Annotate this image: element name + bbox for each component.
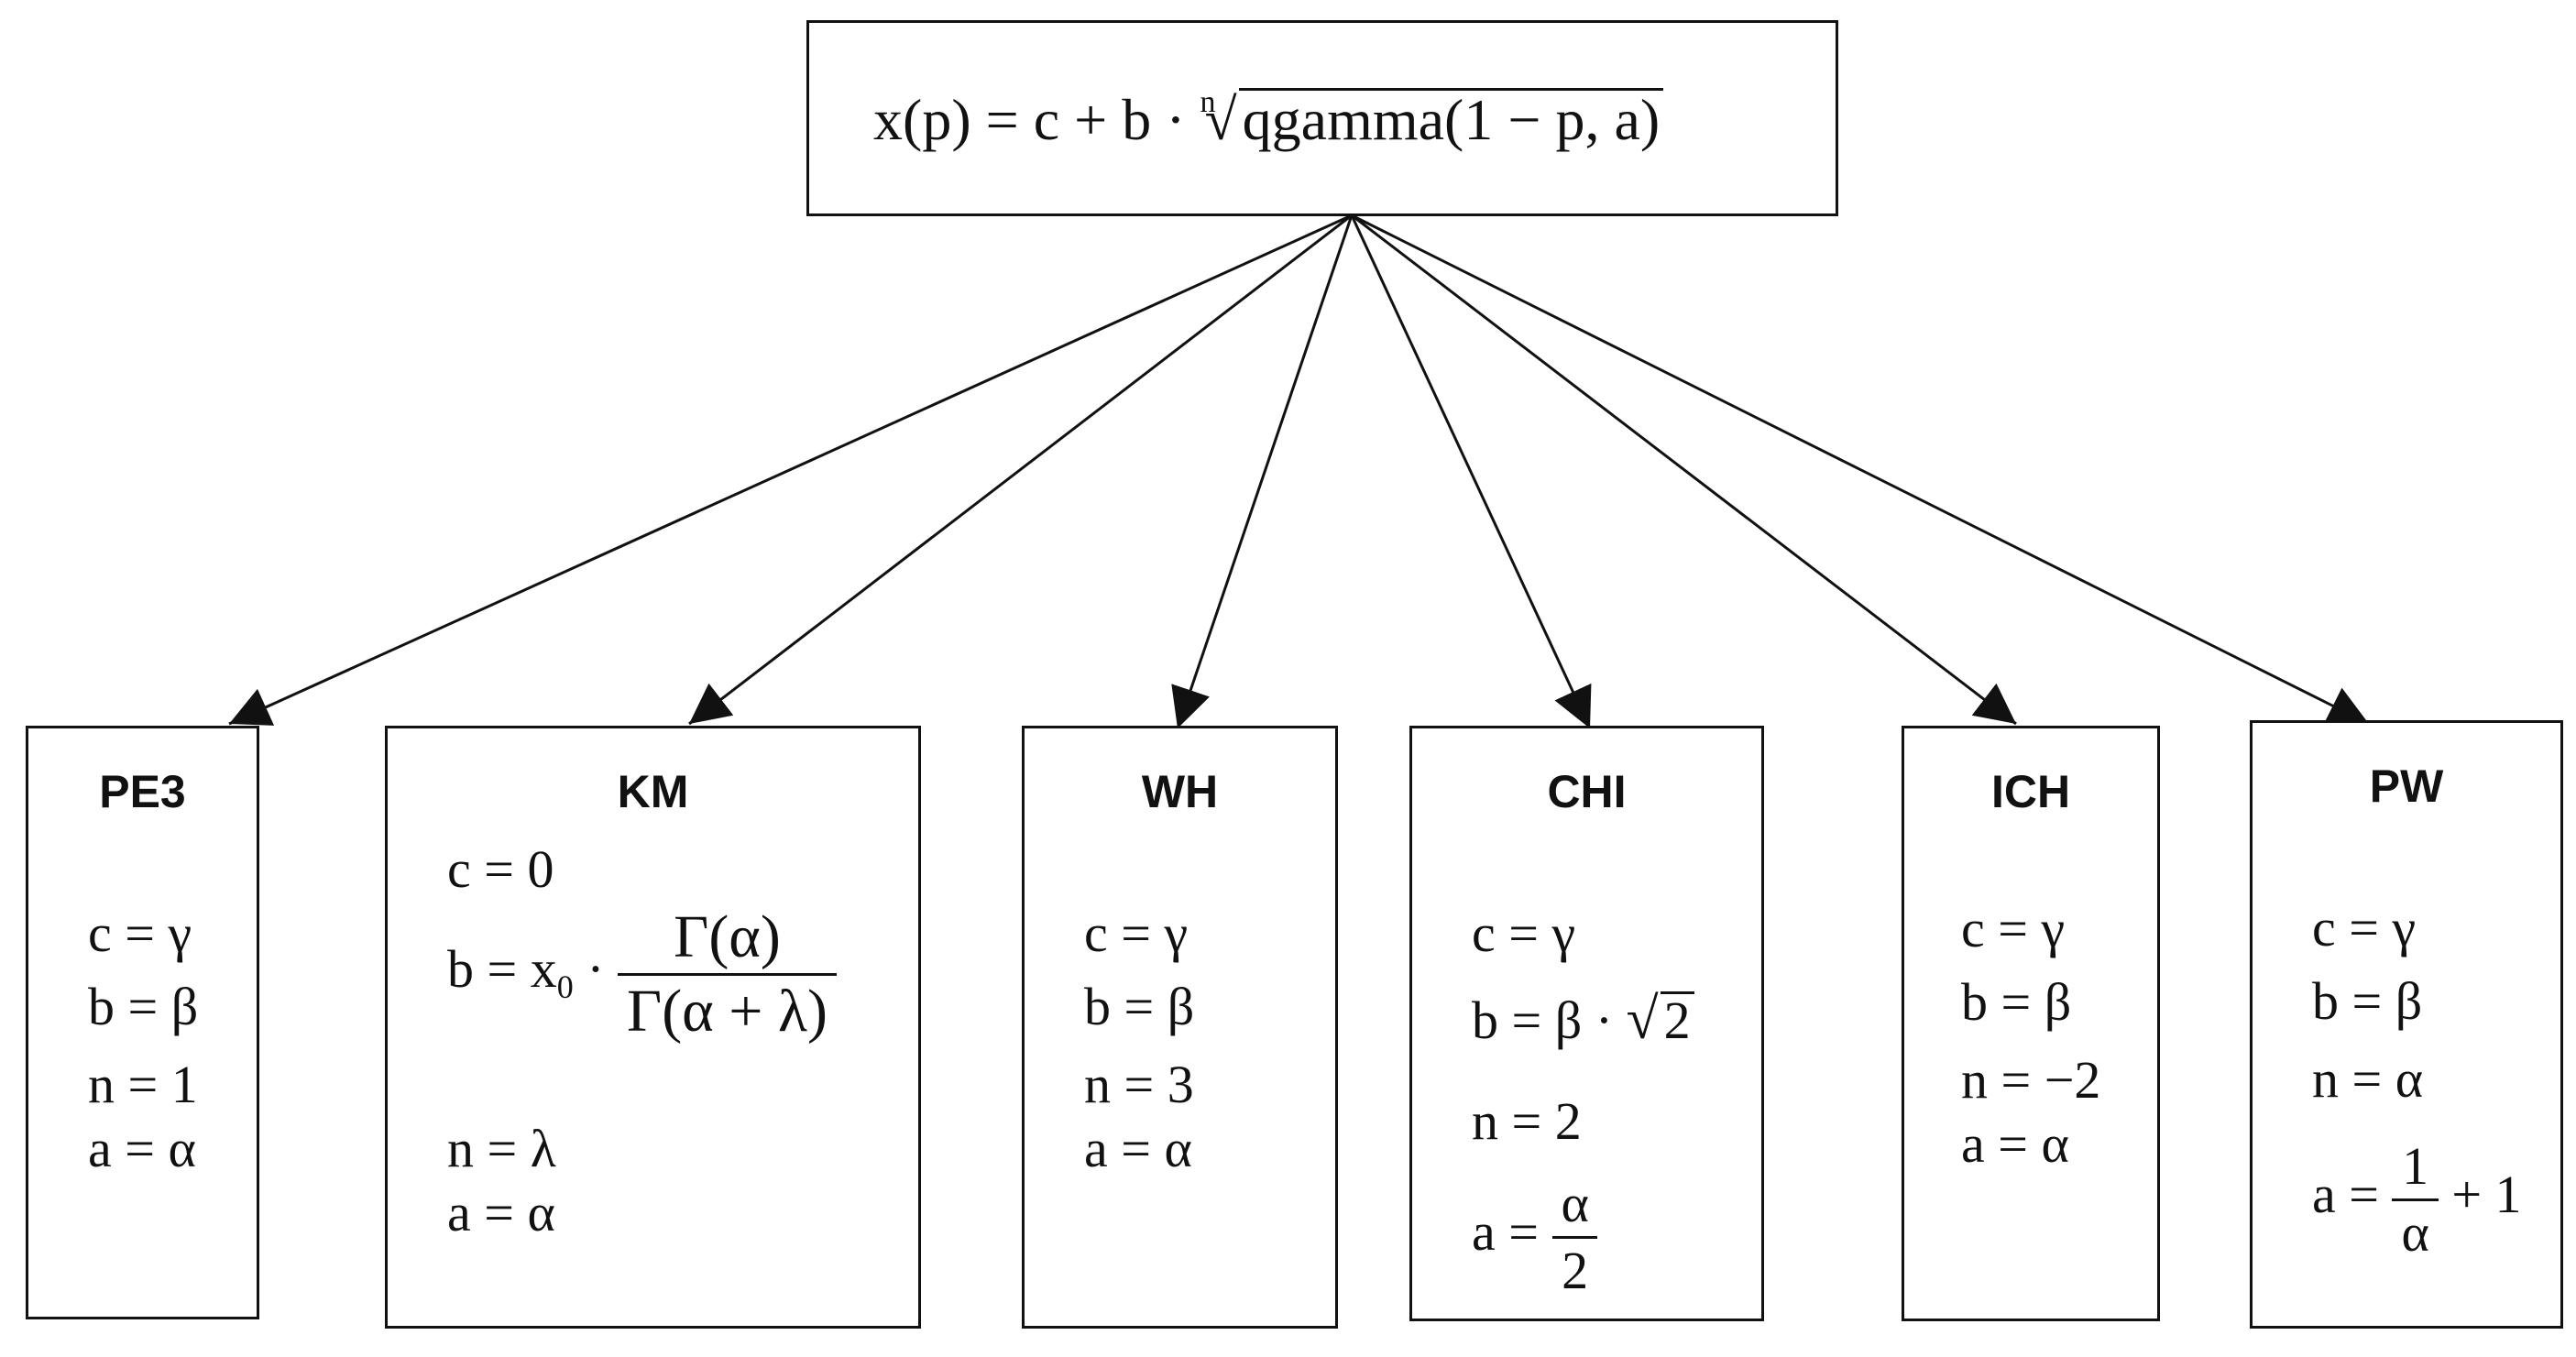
eq-a: a = α xyxy=(88,1119,196,1178)
formula-radicand: qgamma(1 − p, a) xyxy=(1238,88,1664,149)
arrow-to-chi xyxy=(1350,214,1592,729)
eq-a: a = 1 α + 1 xyxy=(2312,1140,2522,1260)
eq-b-subscript: 0 xyxy=(556,968,574,1005)
box-pw: PW c = γ b = β n = α a = 1 α + 1 xyxy=(2250,720,2563,1329)
eq-a: a = α xyxy=(1084,1119,1192,1178)
arrow-to-wh xyxy=(1171,214,1354,729)
arrow-to-ich xyxy=(1351,213,2017,726)
eq-c: c = γ xyxy=(1961,899,2066,958)
eq-a-prefix: a = xyxy=(1472,1201,1539,1262)
arrow-to-pe3 xyxy=(228,213,1353,726)
eq-a: a = α xyxy=(447,1183,555,1242)
eq-b-radicand: 2 xyxy=(1660,991,1694,1047)
eq-a-prefix: a = xyxy=(2312,1164,2379,1224)
eq-b: b = β · √2 xyxy=(1472,990,1694,1048)
general-formula: x(p) = c + b · n√qgamma(1 − p, a) xyxy=(873,85,1664,152)
eq-b: b = β xyxy=(2312,971,2423,1031)
box-title: CHI xyxy=(1547,766,1627,817)
eq-b: b = β xyxy=(88,977,199,1036)
eq-b-dot: · xyxy=(586,938,605,999)
eq-c: c = 0 xyxy=(447,839,554,899)
box-wh: WH c = γ b = β n = 3 a = α xyxy=(1022,726,1338,1329)
eq-b-numerator: Γ(α) xyxy=(674,903,781,970)
radical-sign: √ xyxy=(1204,87,1237,152)
eq-b-denominator: Γ(α + λ) xyxy=(618,973,837,1042)
eq-a-fraction: 1 α xyxy=(2392,1136,2439,1260)
eq-n: n = α xyxy=(2312,1049,2424,1109)
arrow-to-pw xyxy=(1351,213,2370,726)
formula-lhs: x(p) xyxy=(873,87,971,152)
eq-n: n = −2 xyxy=(1961,1050,2101,1110)
eq-b: b = x0 · Γ(α) Γ(α + λ) xyxy=(447,907,837,1042)
eq-a: a = α 2 xyxy=(1472,1177,1598,1297)
root-index: n xyxy=(1200,85,1216,119)
box-title: KM xyxy=(617,766,689,817)
eq-b: b = β xyxy=(1084,977,1195,1036)
box-chi: CHI c = γ b = β · √2 n = 2 a = α 2 xyxy=(1409,726,1764,1321)
eq-a-denominator: 2 xyxy=(1552,1236,1598,1297)
eq-n: n = 2 xyxy=(1472,1091,1582,1151)
eq-a: a = α xyxy=(1961,1114,2069,1174)
eq-b-fraction: Γ(α) Γ(α + λ) xyxy=(618,907,837,1042)
box-title: PW xyxy=(2369,761,2444,812)
radical-sign: √ xyxy=(1626,986,1659,1051)
eq-a-numerator: α xyxy=(1561,1174,1589,1233)
eq-c: c = γ xyxy=(88,903,192,963)
eq-a-denominator: α xyxy=(2392,1198,2439,1260)
box-km: KM c = 0 b = x0 · Γ(α) Γ(α + λ) n = λ a … xyxy=(385,726,921,1329)
eq-c: c = γ xyxy=(2312,898,2417,958)
eq-c: c = γ xyxy=(1084,903,1189,963)
eq-a-fraction: α 2 xyxy=(1551,1174,1598,1297)
box-pe3: PE3 c = γ b = β n = 1 a = α xyxy=(26,726,259,1319)
formula-box: x(p) = c + b · n√qgamma(1 − p, a) xyxy=(806,20,1838,216)
eq-b: b = β xyxy=(1961,972,2072,1032)
eq-a-suffix: + 1 xyxy=(2451,1164,2522,1224)
eq-n: n = λ xyxy=(447,1119,556,1178)
box-title: PE3 xyxy=(99,766,186,817)
arrow-to-km xyxy=(688,213,1353,726)
box-title: WH xyxy=(1141,766,1219,817)
eq-b-prefix: b = β · xyxy=(1472,990,1614,1050)
eq-n: n = 1 xyxy=(88,1055,198,1114)
eq-n: n = 3 xyxy=(1084,1055,1194,1114)
box-title: ICH xyxy=(1990,766,2071,817)
eq-b-prefix: b = x xyxy=(447,938,557,999)
eq-c: c = γ xyxy=(1472,903,1576,963)
formula-rhs: = c + b · xyxy=(985,87,1186,152)
box-ich: ICH c = γ b = β n = −2 a = α xyxy=(1902,726,2160,1321)
eq-a-numerator: 1 xyxy=(2402,1136,2429,1196)
